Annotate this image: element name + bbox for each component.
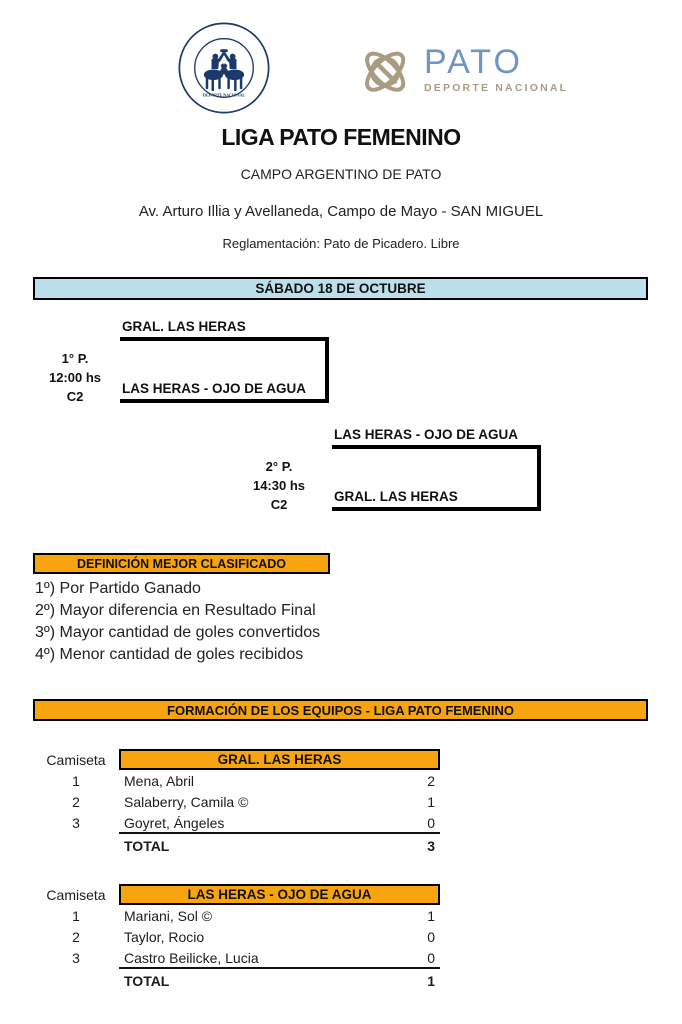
roster-table-las-heras-ojo-de-agua: Camiseta LAS HERAS - OJO DE AGUA 1 Maria…: [33, 884, 440, 991]
team-name-header: GRAL. LAS HERAS: [119, 749, 440, 770]
tiebreaker-rule-3: 3º) Mayor cantidad de goles convertidos: [35, 624, 321, 641]
player-goals: 1: [427, 907, 435, 924]
player-row: 2 Salaberry, Camila © 1: [33, 791, 440, 812]
total-label: TOTAL: [124, 972, 170, 989]
match-2-team-top: LAS HERAS - OJO DE AGUA: [334, 427, 519, 442]
total-goals: 1: [427, 972, 435, 989]
match-1-meta: 1° P. 12:00 hs C2: [38, 349, 112, 406]
tiebreaker-rule-2: 2º) Mayor diferencia en Resultado Final: [35, 602, 316, 619]
player-row: 2 Taylor, Rocio 0: [33, 926, 440, 947]
match-2-field: C2: [270, 497, 288, 512]
player-goals: 0: [427, 814, 435, 831]
total-row: TOTAL 3: [33, 832, 440, 856]
player-number: 2: [72, 928, 80, 945]
roster-header-row: Camiseta GRAL. LAS HERAS: [33, 749, 440, 770]
player-number: 3: [72, 814, 80, 831]
match-1-bracket-connector: LAS HERAS - OJO DE AGUA: [120, 337, 329, 403]
player-row: 3 Goyret, Ángeles 0: [33, 812, 440, 833]
player-row: 3 Castro Beilicke, Lucia 0: [33, 947, 440, 968]
match-bracket-2: 2° P. 14:30 hs C2 LAS HERAS - OJO DE AGU…: [253, 427, 541, 512]
player-goals: 2: [427, 772, 435, 789]
day-header-bar: SÁBADO 18 DE OCTUBRE: [33, 277, 648, 300]
player-number: 1: [72, 772, 80, 789]
roster-header-row: Camiseta LAS HERAS - OJO DE AGUA: [33, 884, 440, 905]
match-2-bracket-connector: GRAL. LAS HERAS: [332, 445, 541, 511]
camiseta-label: Camiseta: [46, 886, 106, 903]
match-bracket-1: 1° P. 12:00 hs C2 GRAL. LAS HERAS LAS HE…: [49, 319, 329, 404]
total-label: TOTAL: [124, 837, 170, 854]
roster-table-gral-las-heras: Camiseta GRAL. LAS HERAS 1 Mena, Abril 2…: [33, 749, 440, 856]
federation-ring-text: FEDERACION ARGENTINA DE PATO: [180, 114, 267, 116]
svg-text:FEDERACION ARGENTINA DE PATO: FEDERACION ARGENTINA DE PATO: [180, 114, 268, 116]
tiebreaker-rule-4: 4º) Menor cantidad de goles recibidos: [35, 646, 304, 663]
match-1-time: 12:00 hs: [48, 370, 102, 385]
camiseta-label: Camiseta: [46, 751, 106, 768]
total-goals: 3: [427, 837, 435, 854]
page-title: LIGA PATO FEMENINO: [221, 124, 461, 150]
player-name: Taylor, Rocio: [124, 928, 205, 945]
match-1-team-top: GRAL. LAS HERAS: [122, 319, 246, 334]
page-subtitle: CAMPO ARGENTINO DE PATO: [240, 166, 442, 182]
match-1-field: C2: [66, 389, 84, 404]
tiebreaker-rules: 1º) Por Partido Ganado 2º) Mayor diferen…: [35, 578, 320, 666]
player-name: Salaberry, Camila ©: [124, 793, 249, 810]
match-2-meta: 2° P. 14:30 hs C2: [242, 457, 316, 514]
federation-seal-icon: FEDERACION ARGENTINA DE PATO DEPORTE NAC…: [178, 22, 270, 116]
pato-wordmark-block: PATO DEPORTE NACIONAL: [424, 40, 568, 94]
player-name: Mena, Abril: [124, 772, 195, 789]
match-2-team-bottom: GRAL. LAS HERAS: [334, 489, 458, 504]
match-1-team-bottom: LAS HERAS - OJO DE AGUA: [122, 381, 307, 396]
pato-tagline: DEPORTE NACIONAL: [424, 82, 569, 94]
pato-knot-icon: [365, 51, 406, 92]
match-2-time: 14:30 hs: [252, 478, 306, 493]
pato-logo: PATO DEPORTE NACIONAL: [356, 40, 568, 106]
player-name: Goyret, Ángeles: [124, 814, 225, 831]
formation-header-bar: FORMACIÓN DE LOS EQUIPOS - LIGA PATO FEM…: [33, 699, 648, 721]
total-row: TOTAL 1: [33, 967, 440, 991]
pato-wordmark: PATO: [424, 43, 523, 81]
player-row: 1 Mariani, Sol © 1: [33, 905, 440, 926]
team-name-header: LAS HERAS - OJO DE AGUA: [119, 884, 440, 905]
player-number: 3: [72, 949, 80, 966]
federation-tagline: DEPORTE NACIONAL: [203, 92, 245, 97]
player-goals: 0: [427, 949, 435, 966]
horsemen-emblem-icon: [203, 49, 245, 92]
tiebreaker-header-bar: DEFINICIÓN MEJOR CLASIFICADO: [33, 553, 330, 574]
player-goals: 0: [427, 928, 435, 945]
player-name: Castro Beilicke, Lucia: [124, 949, 259, 966]
player-number: 2: [72, 793, 80, 810]
match-1-order: 1° P.: [61, 351, 89, 366]
venue-address: Av. Arturo Illia y Avellaneda, Campo de …: [138, 203, 544, 220]
match-2-order: 2° P.: [265, 459, 293, 474]
regulation-line: Reglamentación: Pato de Picadero. Libre: [222, 236, 460, 251]
tiebreaker-rule-1: 1º) Por Partido Ganado: [35, 580, 201, 597]
player-goals: 1: [427, 793, 435, 810]
player-number: 1: [72, 907, 80, 924]
player-name: Mariani, Sol ©: [124, 907, 213, 924]
player-row: 1 Mena, Abril 2: [33, 770, 440, 791]
